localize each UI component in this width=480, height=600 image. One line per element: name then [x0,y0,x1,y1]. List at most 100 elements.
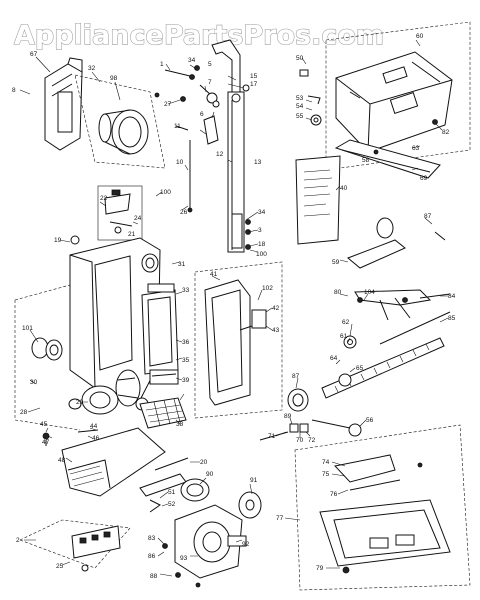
handle-hardware-parts [154,65,220,213]
wheel-axle-parts [259,373,362,441]
callout-5: 5 [208,61,212,68]
callout-36: 36 [182,339,190,346]
callout-22: 22 [100,195,108,202]
callout-35: 35 [182,357,190,364]
cord-hook-assembly-part [74,74,166,169]
callout-88: 88 [150,573,158,580]
agitator-assembly-part [321,311,451,399]
callout-17: 17 [250,81,258,88]
callout-71: 71 [268,433,276,440]
filter-grill-part [139,397,187,429]
callout-30: 30 [30,379,38,386]
front-nozzle-part [42,427,166,497]
callout-98: 98 [110,75,118,82]
callout-90: 90 [206,471,214,478]
callout-84: 84 [448,293,456,300]
callout-10: 10 [176,159,184,166]
instruction-label-part [295,155,341,245]
callout-45: 45 [40,421,48,428]
callout-34b: 34 [258,209,266,216]
callout-69: 69 [420,175,428,182]
callout-62: 62 [342,319,350,326]
callout-85: 85 [448,315,456,322]
front-panel-part [194,261,283,419]
callout-40: 40 [340,185,348,192]
callout-76: 76 [330,491,338,498]
callout-29: 29 [76,399,84,406]
watermark-text: AppliancePartsPros.com [14,20,384,51]
callout-32: 32 [88,65,96,72]
callout-1: 1 [160,61,164,68]
callout-25: 25 [56,563,64,570]
callout-31: 31 [178,261,186,268]
callout-100b: 100 [256,251,267,258]
callout-42: 42 [272,305,280,312]
callout-87b: 87 [292,373,300,380]
callout-100a: 100 [160,189,171,196]
callout-38: 38 [176,421,184,428]
hood-assembly-part [325,21,471,171]
callout-26: 26 [180,209,188,216]
callout-50: 50 [296,55,304,62]
callout-92: 92 [242,541,250,548]
callout-39: 39 [182,377,190,384]
callout-93: 93 [180,555,188,562]
callout-19: 19 [54,237,62,244]
callout-33: 33 [182,287,190,294]
callout-82: 82 [442,129,450,136]
callout-41: 41 [210,271,218,278]
callout-28: 28 [20,409,28,416]
callout-20: 20 [200,459,208,466]
callout-55: 55 [296,113,304,120]
callout-52: 52 [168,501,176,508]
motor-pulley-assembly-part [68,369,149,415]
main-body-housing-part [14,235,161,431]
callout-34a: 34 [188,57,196,64]
callout-102: 102 [262,285,273,292]
callout-77: 77 [276,515,284,522]
callout-56: 56 [366,417,374,424]
callout-61: 61 [340,333,348,340]
callout-8: 8 [12,87,16,94]
callout-86: 86 [148,553,156,560]
callout-51: 51 [168,489,176,496]
switch-plate-part [19,519,131,572]
callout-83: 83 [148,535,156,542]
filter-housing-part [141,283,179,385]
motor-part [149,478,262,588]
callout-3: 3 [258,227,262,234]
callout-27: 27 [164,101,172,108]
callout-48: 48 [58,457,66,464]
callout-79: 79 [316,565,324,572]
callout-63: 63 [412,145,420,152]
callout-89: 89 [284,413,292,420]
callout-80: 80 [334,289,342,296]
callout-72: 72 [308,437,316,444]
callout-7: 7 [208,79,212,86]
callout-65: 65 [356,365,364,372]
callout-12: 12 [216,151,224,158]
leader-lines [19,39,449,577]
callout-6: 6 [200,111,204,118]
callout-104: 104 [364,289,375,296]
hood-hardware-parts [299,69,438,155]
callout-60: 60 [416,33,424,40]
callout-43: 43 [272,327,280,334]
callout-18: 18 [258,241,266,248]
callout-53: 53 [296,95,304,102]
callout-87a: 87 [424,213,432,220]
callout-13: 13 [254,159,262,166]
callout-101: 101 [22,325,33,332]
callout-labels: 67 32 98 8 1 34 5 15 17 27 7 6 11 12 10 … [12,33,456,580]
callout-21: 21 [128,231,136,238]
callout-91: 91 [250,477,258,484]
callout-24: 24 [134,215,142,222]
callout-11: 11 [174,123,181,130]
handle-tube-part [211,39,251,253]
callout-75: 75 [322,471,330,478]
small-parts-kit-part [97,185,143,241]
callout-70: 70 [296,437,304,444]
callout-59: 59 [332,259,340,266]
callout-44: 44 [90,423,98,430]
callout-67: 67 [30,51,38,58]
